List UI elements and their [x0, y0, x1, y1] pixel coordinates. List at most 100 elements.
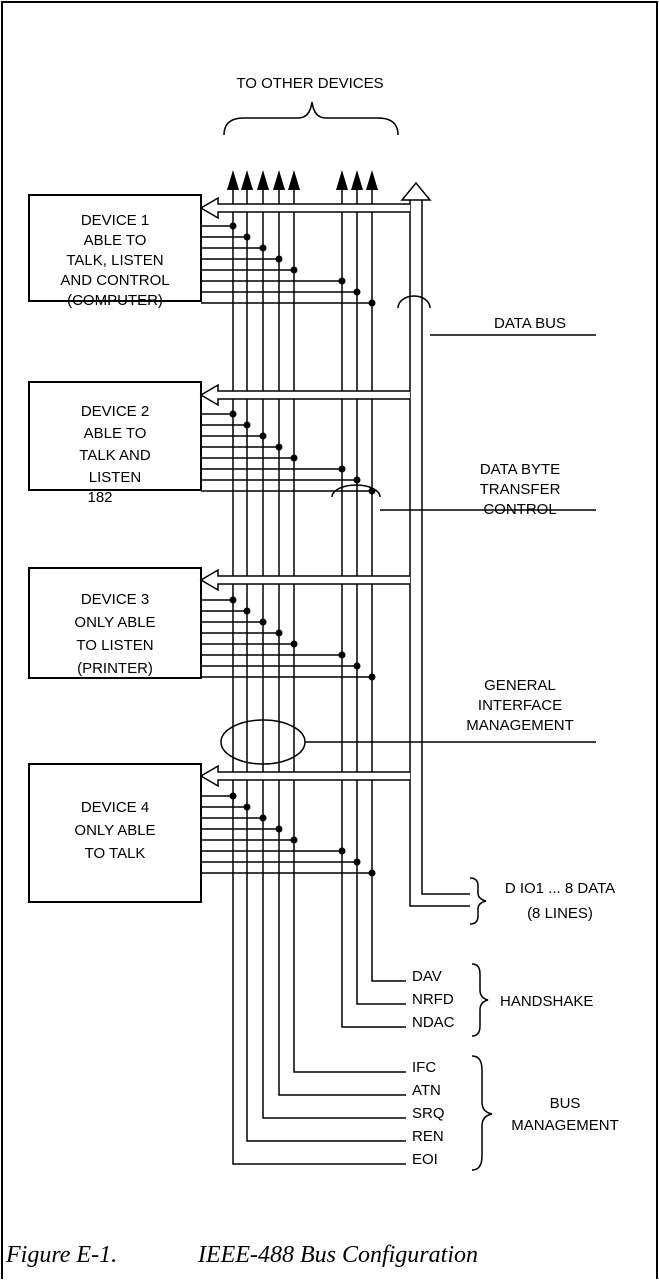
junction-dot: [243, 803, 251, 811]
data-lines-brace: [469, 877, 487, 925]
device-1-line-5: (COMPUTER): [67, 292, 163, 309]
junction-dot: [259, 618, 267, 626]
junction-dot: [353, 476, 361, 484]
junction-dot: [259, 814, 267, 822]
mgmt-line-ifc: IFC: [412, 1059, 436, 1076]
handshake-signal-line: [341, 188, 406, 1028]
signal-arrowhead: [288, 170, 300, 190]
transfer-control-bundle-ellipse: [331, 484, 381, 498]
signal-arrowhead: [227, 170, 239, 190]
mgmt-signal-line: [293, 188, 406, 1073]
device-2-line-1: DEVICE 2: [81, 403, 149, 420]
junction-dot: [259, 244, 267, 252]
device-bus-arrow: [199, 196, 410, 220]
bus-mgmt-brace: [471, 1055, 493, 1171]
junction-dot: [229, 410, 237, 418]
device-1-line-4: AND CONTROL: [60, 272, 169, 289]
title-to-other-devices: TO OTHER DEVICES: [236, 75, 383, 92]
label-interface-mgmt-3: MANAGEMENT: [466, 717, 574, 734]
caption-text: IEEE-488 Bus Configuration: [197, 1242, 478, 1268]
signal-arrowhead: [273, 170, 285, 190]
caption-number: Figure E-1.: [5, 1242, 117, 1268]
junction-dot: [229, 792, 237, 800]
junction-dot: [338, 651, 346, 659]
mgmt-signal-line: [262, 188, 406, 1119]
device-3-line-4: (PRINTER): [77, 660, 153, 677]
handshake-signal-line: [356, 188, 406, 1005]
data-bus-left-rail: [409, 200, 470, 907]
label-handshake: HANDSHAKE: [500, 993, 593, 1010]
signal-arrowhead: [366, 170, 378, 190]
handshake-signal-line: [371, 188, 406, 982]
junction-dot: [243, 233, 251, 241]
junction-dot: [290, 266, 298, 274]
mgmt-signal-line: [246, 188, 406, 1142]
device-bus-arrow: [199, 383, 410, 407]
label-bus-mgmt-1: BUS: [550, 1095, 581, 1112]
device-box-3: DEVICE 3 ONLY ABLE TO LISTEN (PRINTER): [28, 567, 202, 679]
label-data-lines-count: (8 LINES): [527, 905, 593, 922]
device-3-line-3: TO LISTEN: [76, 637, 153, 654]
junction-dot: [275, 629, 283, 637]
junction-dot: [353, 288, 361, 296]
junction-dot: [275, 443, 283, 451]
junction-dot: [275, 255, 283, 263]
handshake-brace: [471, 963, 489, 1037]
device-1-line-3: TALK, LISTEN: [66, 252, 163, 269]
junction-dot: [353, 858, 361, 866]
junction-dot: [290, 640, 298, 648]
device-2-line-5: 182: [87, 489, 112, 506]
label-interface-mgmt-2: INTERFACE: [478, 697, 562, 714]
data-bus-bundle-ellipse: [397, 295, 431, 309]
signal-arrowhead: [257, 170, 269, 190]
junction-dot: [353, 662, 361, 670]
handshake-line-ndac: NDAC: [412, 1014, 455, 1031]
signal-arrowhead: [241, 170, 253, 190]
junction-dot: [243, 607, 251, 615]
label-transfer-control-2: TRANSFER: [480, 481, 561, 498]
device-2-line-3: TALK AND: [79, 447, 151, 464]
device-box-2: DEVICE 2 ABLE TO TALK AND LISTEN 182: [28, 381, 202, 506]
device-3-line-2: ONLY ABLE: [74, 614, 155, 631]
device-3-line-1: DEVICE 3: [81, 591, 149, 608]
data-bus-arrowhead: [400, 181, 432, 201]
label-transfer-control-1: DATA BYTE: [480, 461, 560, 478]
label-transfer-control-3: CONTROL: [483, 501, 556, 518]
device-box-1: DEVICE 1 ABLE TO TALK, LISTEN AND CONTRO…: [28, 194, 202, 309]
junction-dot: [275, 825, 283, 833]
data-bus-right-rail: [421, 200, 470, 895]
mgmt-line-ren: REN: [412, 1128, 444, 1145]
handshake-line-nrfd: NRFD: [412, 991, 454, 1008]
label-data-bus: DATA BUS: [494, 315, 566, 332]
junction-dot: [338, 847, 346, 855]
device-2-line-4: LISTEN: [89, 469, 142, 486]
signal-arrowhead: [351, 170, 363, 190]
top-brace: [223, 101, 399, 136]
mgmt-signal-line: [232, 188, 406, 1165]
label-data-lines: D IO1 ... 8 DATA: [505, 880, 615, 897]
junction-dot: [229, 222, 237, 230]
device-4-line-2: ONLY ABLE: [74, 822, 155, 839]
label-interface-mgmt-1: GENERAL: [484, 677, 556, 694]
device-1-line-2: ABLE TO: [84, 232, 147, 249]
device-bus-arrow: [199, 568, 410, 592]
signal-arrowhead: [336, 170, 348, 190]
device-4-line-3: TO TALK: [85, 845, 146, 862]
junction-dot: [290, 836, 298, 844]
device-1-line-1: DEVICE 1: [81, 212, 149, 229]
junction-dot: [338, 277, 346, 285]
device-4-line-1: DEVICE 4: [81, 799, 149, 816]
junction-dot: [338, 465, 346, 473]
junction-dot: [290, 454, 298, 462]
junction-dot: [368, 299, 376, 307]
junction-dot: [368, 673, 376, 681]
handshake-line-dav: DAV: [412, 968, 442, 985]
label-bus-mgmt-2: MANAGEMENT: [511, 1117, 619, 1134]
mgmt-line-srq: SRQ: [412, 1105, 445, 1122]
device-box-4: DEVICE 4 ONLY ABLE TO TALK: [28, 763, 202, 903]
device-bus-arrow: [199, 764, 410, 788]
mgmt-line-atn: ATN: [412, 1082, 441, 1099]
